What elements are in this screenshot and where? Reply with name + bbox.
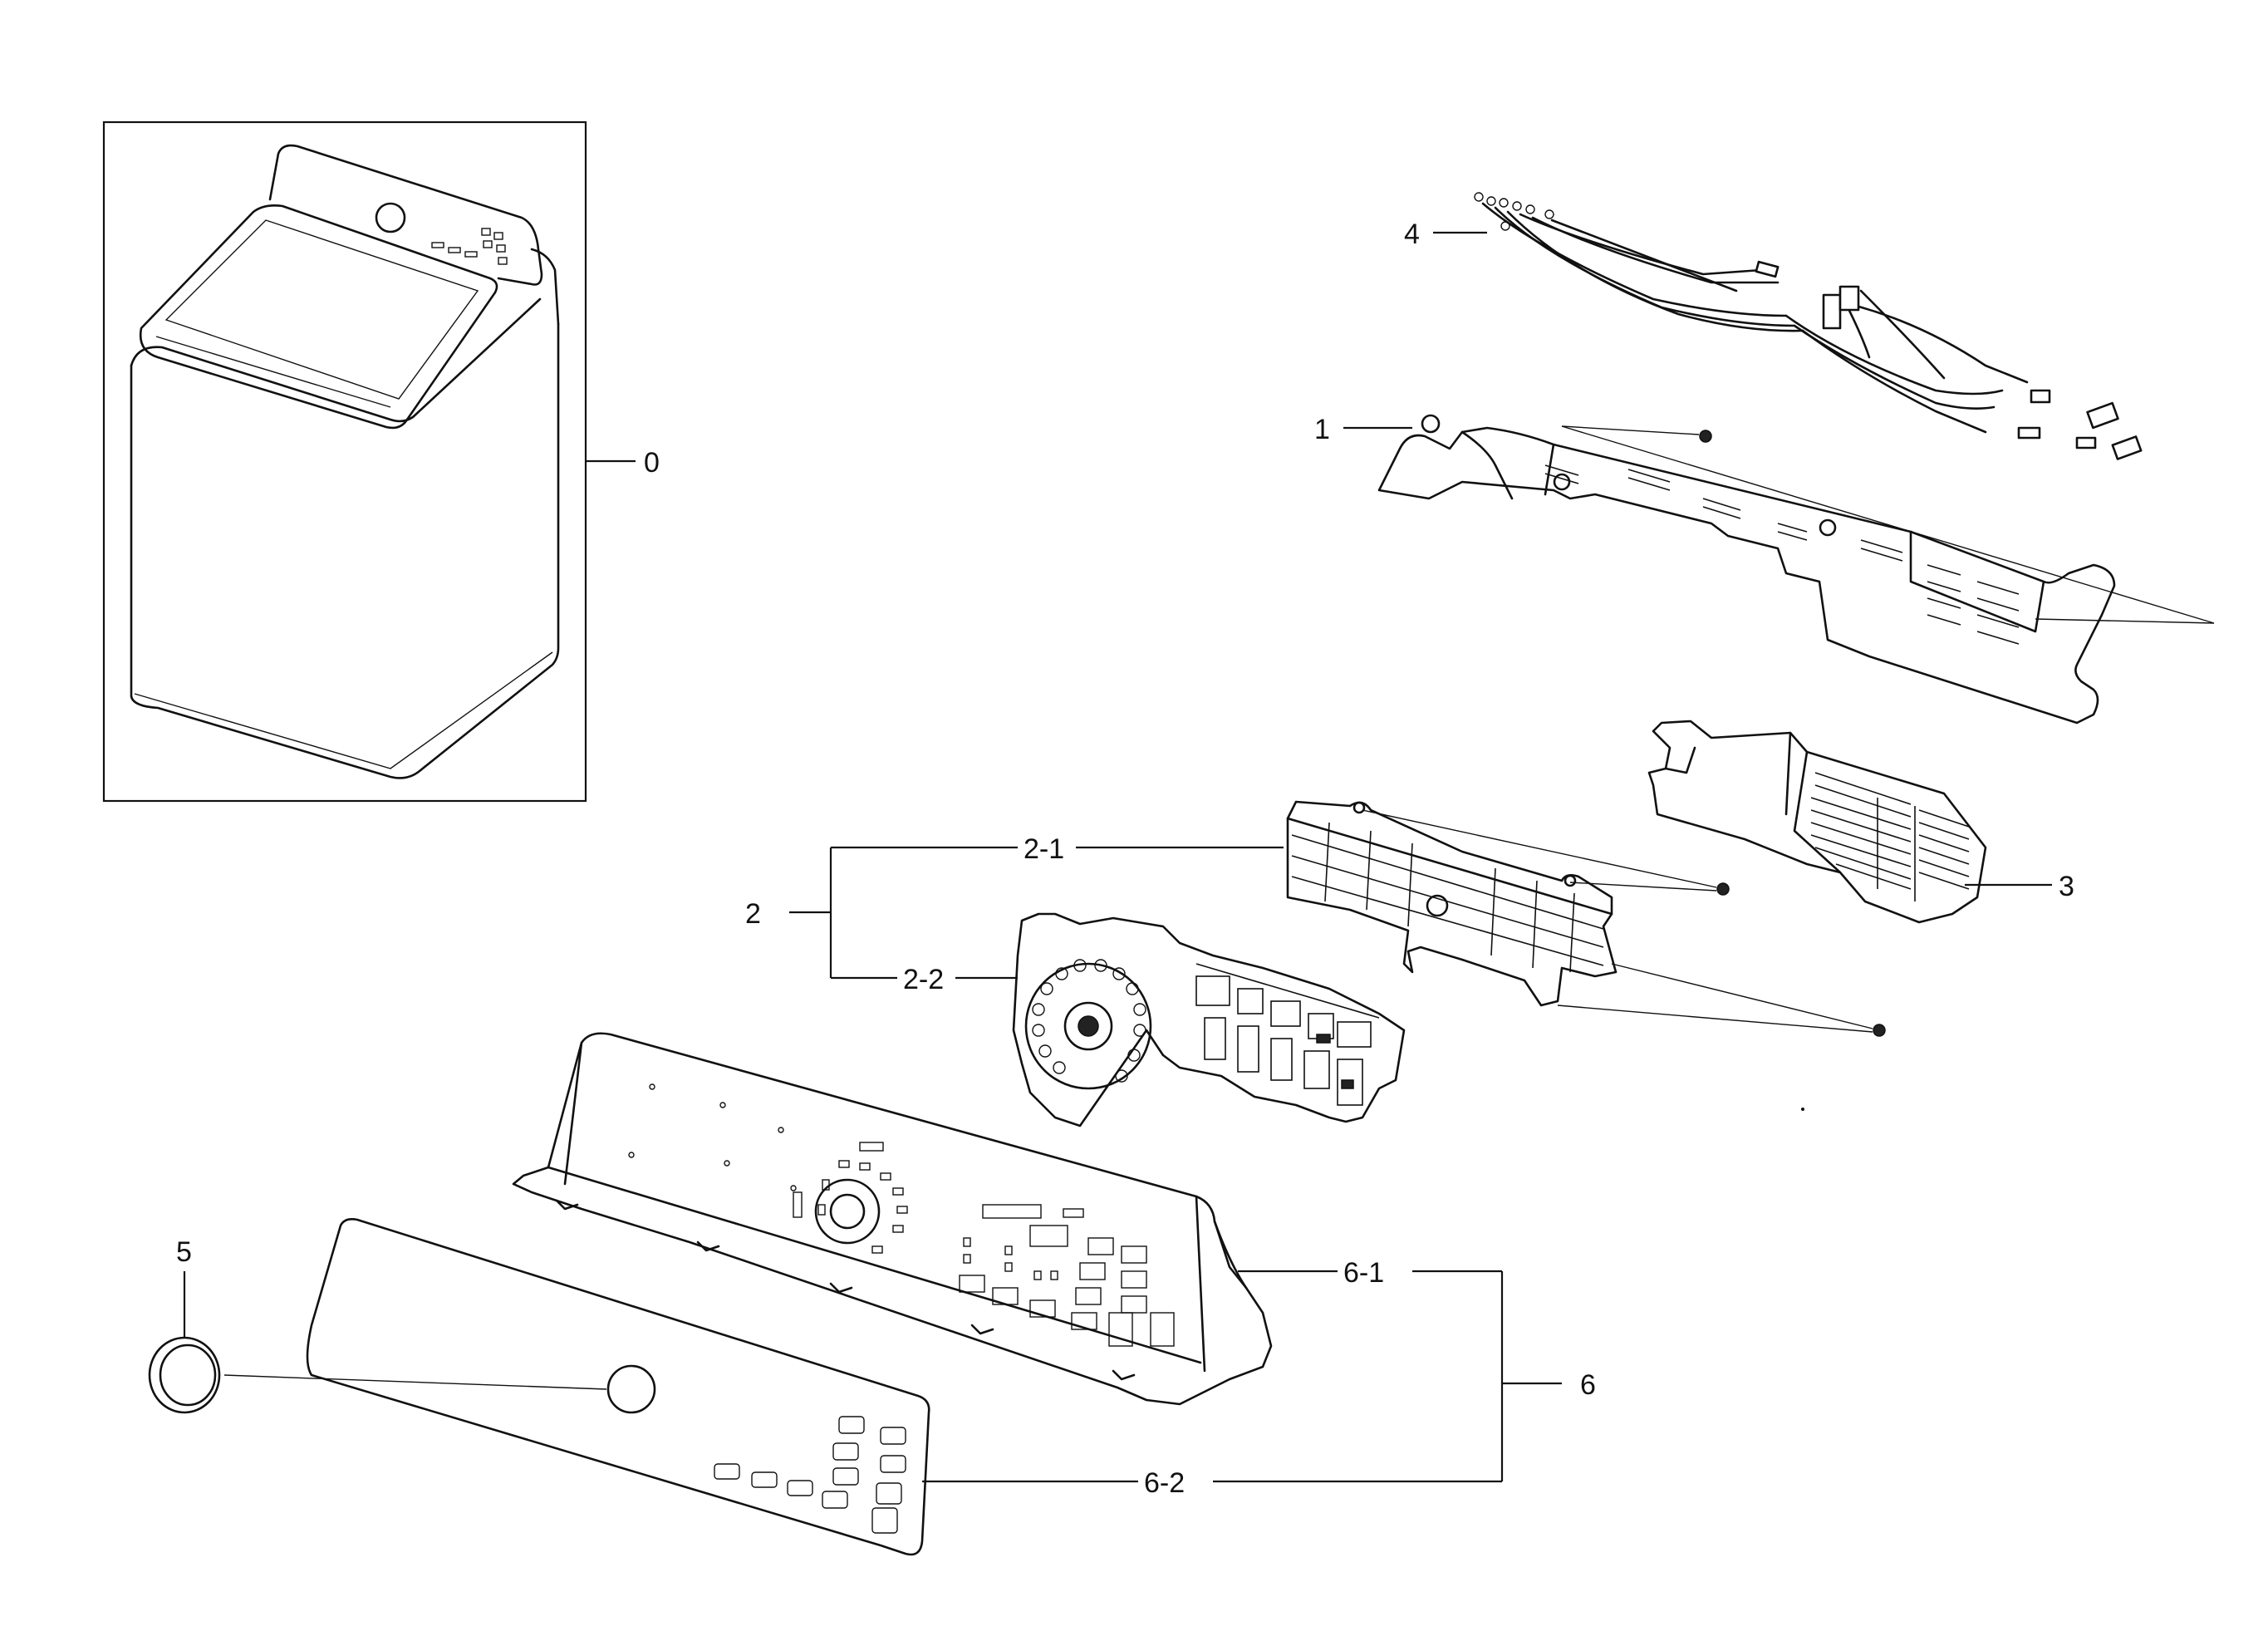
callout-2-2: 2-2 <box>903 964 944 995</box>
callout-3: 3 <box>2059 871 2074 902</box>
part-0-frame <box>102 120 587 803</box>
part-6-2-panel-overlay <box>306 1218 930 1556</box>
part-6-1-control-panel <box>512 1032 1273 1406</box>
stray-dot <box>1801 1108 1804 1111</box>
part-3-pcb-cover <box>1647 720 1987 924</box>
screw-part-2-1 <box>1362 809 1886 1037</box>
screw-part-1 <box>1561 425 2215 624</box>
callout-6: 6 <box>1580 1369 1596 1401</box>
part-4-wire-harness <box>1474 192 2143 460</box>
callout-4: 4 <box>1404 219 1420 250</box>
part-2-2-main-pcb <box>1012 912 1406 1127</box>
part-2-1-pcb-bracket <box>1286 800 1618 1007</box>
callout-1: 1 <box>1314 414 1330 445</box>
part-0-washer <box>102 120 587 803</box>
callout-group-2 <box>789 846 1284 980</box>
callout-2: 2 <box>745 898 761 930</box>
callout-group-6 <box>922 1270 1562 1483</box>
callout-5: 5 <box>176 1236 192 1268</box>
callout-0: 0 <box>644 447 660 479</box>
callout-2-1: 2-1 <box>1024 833 1064 865</box>
part-1-control-bracket <box>1377 414 2116 725</box>
callout-6-1: 6-1 <box>1343 1257 1384 1289</box>
callout-6-2: 6-2 <box>1144 1467 1185 1499</box>
